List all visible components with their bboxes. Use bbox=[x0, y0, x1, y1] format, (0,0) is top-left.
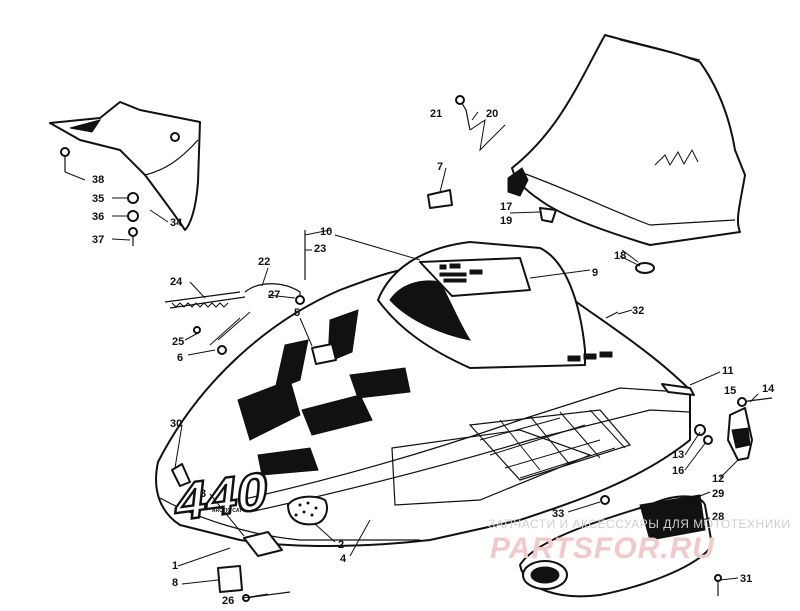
hood-bracket bbox=[311, 343, 337, 365]
latch-washer bbox=[694, 424, 706, 436]
strap bbox=[209, 311, 251, 346]
nose-bumper bbox=[243, 531, 283, 557]
stud bbox=[605, 311, 619, 319]
label-11: 11 bbox=[722, 365, 734, 377]
label-33: 33 bbox=[552, 508, 564, 520]
label-7: 7 bbox=[437, 161, 443, 173]
label-10: 10 bbox=[320, 226, 332, 238]
washer bbox=[127, 192, 139, 204]
hood-vents bbox=[237, 309, 411, 476]
nut bbox=[127, 210, 139, 222]
intake-fastener bbox=[600, 495, 610, 505]
label-27: 27 bbox=[268, 289, 280, 301]
grommet bbox=[635, 262, 655, 274]
label-22: 22 bbox=[258, 256, 270, 268]
label-37: 37 bbox=[92, 234, 104, 246]
watermark: ЗАПЧАСТИ И АКСЕССУАРЫ ДЛЯ МОТОТЕХНИКИ PA… bbox=[488, 517, 790, 565]
tow-bracket bbox=[217, 565, 243, 593]
hood: 440 ARCTIC CAT bbox=[155, 241, 691, 547]
label-13: 13 bbox=[672, 449, 684, 461]
label-35: 35 bbox=[92, 193, 104, 205]
label-3: 3 bbox=[200, 488, 206, 500]
label-36: 36 bbox=[92, 211, 104, 223]
console-plate-text bbox=[439, 263, 483, 283]
label-34: 34 bbox=[170, 217, 183, 229]
label-5: 5 bbox=[294, 307, 300, 319]
label-26: 26 bbox=[222, 595, 234, 607]
label-21: 21 bbox=[430, 108, 442, 120]
label-2: 2 bbox=[338, 539, 344, 551]
hood-spring bbox=[164, 291, 246, 309]
label-32: 32 bbox=[632, 305, 644, 317]
label-1: 1 bbox=[172, 560, 178, 572]
hood-crosshatch bbox=[468, 409, 632, 481]
label-29: 29 bbox=[712, 488, 724, 500]
label-18: 18 bbox=[614, 250, 626, 262]
latch-cable bbox=[244, 591, 291, 599]
leader-lines bbox=[64, 111, 759, 599]
part-labels: 1 2 3 4 5 6 7 8 9 10 11 12 13 14 15 16 1… bbox=[92, 108, 775, 607]
label-24: 24 bbox=[170, 276, 183, 288]
label-15: 15 bbox=[724, 385, 736, 397]
label-14: 14 bbox=[762, 383, 775, 395]
label-17: 17 bbox=[500, 201, 512, 213]
windshield-bracket bbox=[507, 167, 529, 197]
lens-dots bbox=[294, 501, 318, 517]
label-9: 9 bbox=[592, 267, 598, 279]
label-19: 19 bbox=[500, 215, 512, 227]
label-25: 25 bbox=[172, 336, 184, 348]
label-38: 38 bbox=[92, 174, 104, 186]
side-shroud bbox=[49, 101, 201, 231]
hood-decal-440: 440 bbox=[172, 460, 271, 533]
headlight-lens bbox=[287, 495, 328, 526]
windshield-clip bbox=[539, 207, 557, 223]
label-31: 31 bbox=[740, 573, 752, 585]
windshield bbox=[511, 34, 746, 246]
label-23: 23 bbox=[314, 243, 326, 255]
label-12: 12 bbox=[712, 473, 724, 485]
nose-trim bbox=[171, 463, 191, 487]
label-6: 6 bbox=[177, 352, 183, 364]
label-28: 28 bbox=[712, 511, 724, 523]
side-strip bbox=[661, 383, 695, 396]
label-16: 16 bbox=[672, 465, 684, 477]
label-8: 8 bbox=[172, 577, 178, 589]
label-30: 30 bbox=[170, 418, 182, 430]
hood-cable bbox=[244, 283, 301, 300]
watermark-logo: PARTSFOR.RU bbox=[490, 532, 715, 565]
air-intake bbox=[519, 494, 713, 598]
decal-small bbox=[427, 189, 453, 209]
watermark-tagline: ЗАПЧАСТИ И АКСЕССУАРЫ ДЛЯ МОТОТЕХНИКИ bbox=[488, 517, 790, 531]
label-4: 4 bbox=[340, 553, 347, 565]
label-20: 20 bbox=[486, 108, 498, 120]
hood-emblem: ARCTIC CAT bbox=[212, 508, 242, 514]
